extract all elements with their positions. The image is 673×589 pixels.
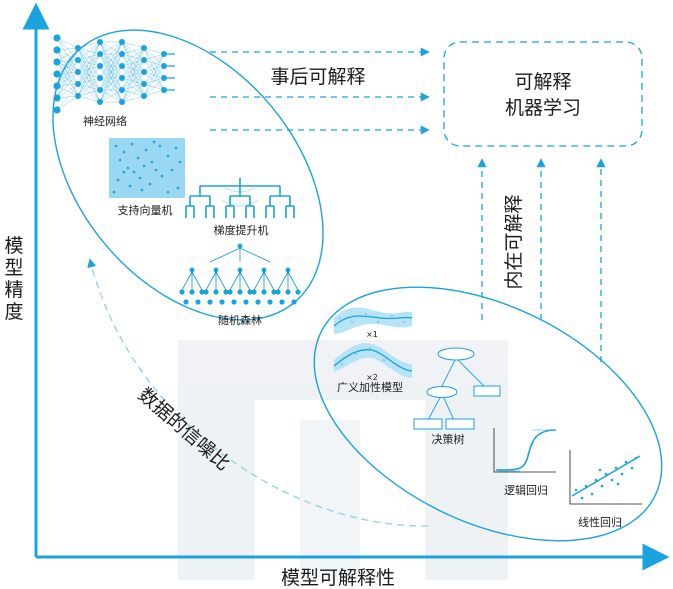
y-axis-label-1: 模 [4, 235, 23, 257]
intrinsic-arrows [477, 158, 606, 362]
random-forest-label: 随机森林 [218, 313, 262, 327]
interpretable-ml-title-line2: 机器学习 [505, 97, 581, 119]
gam-label: 广义加性模型 [337, 380, 403, 394]
y-axis-label-4: 度 [4, 301, 23, 323]
post-hoc-label: 事后可解释 [270, 66, 365, 88]
intrinsic-label: 内在可解释 [503, 194, 525, 289]
linear-regression-icon [569, 450, 642, 505]
y-axis-label-2: 型 [4, 257, 23, 279]
linear-regression-label: 线性回归 [578, 515, 622, 529]
blackbox-models-ellipse [52, 29, 324, 321]
neural-network-icon [53, 34, 175, 114]
svm-label: 支持向量机 [118, 203, 173, 217]
decision-tree-label: 决策树 [432, 432, 465, 446]
neural-network-label: 神经网络 [83, 114, 127, 128]
decision-tree-icon [413, 347, 501, 430]
post-hoc-arrows [210, 47, 430, 135]
snr-arrow [87, 258, 429, 527]
interpretable-ml-box [443, 41, 643, 147]
logistic-regression-icon [493, 428, 557, 473]
gam-x2-label: ×2 [366, 373, 378, 382]
gradient-boosting-icon [185, 178, 295, 218]
x-axis-label: 模型可解释性 [281, 567, 395, 589]
interpretable-ml-title-line1: 可解释 [514, 71, 571, 93]
gam-icon [333, 307, 413, 378]
background-watermark [178, 340, 508, 580]
gradient-boosting-label: 梯度提升机 [214, 223, 269, 237]
svm-icon [109, 138, 185, 198]
logistic-regression-label: 逻辑回归 [504, 483, 548, 497]
random-forest-icon [179, 243, 301, 305]
interpretable-models-ellipse [313, 286, 663, 542]
gam-x1-label: ×1 [366, 330, 378, 339]
y-axis-label-3: 精 [4, 279, 23, 301]
